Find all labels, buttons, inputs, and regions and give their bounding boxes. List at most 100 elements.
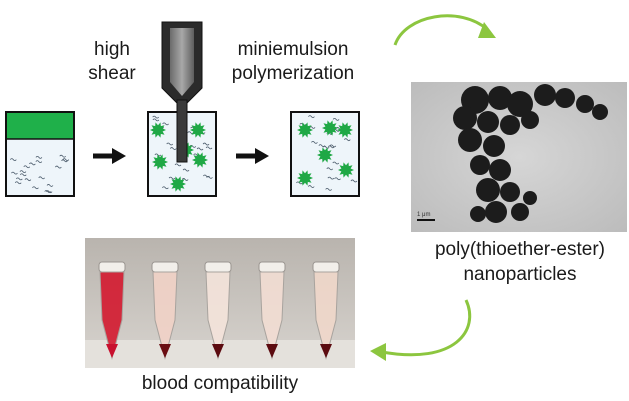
water-wave	[19, 173, 27, 177]
nanoparticle	[511, 203, 529, 221]
nanoparticle	[453, 106, 477, 130]
blood-tube	[98, 261, 126, 360]
water-wave	[169, 147, 177, 150]
blood-tube	[312, 261, 340, 360]
polymerized-vial	[290, 111, 360, 197]
water-wave	[35, 156, 43, 159]
water-wave	[55, 165, 62, 169]
water-wave	[181, 178, 189, 181]
tube-pellet	[212, 344, 224, 358]
nanoparticle	[489, 159, 511, 181]
aqueous-phase	[9, 154, 70, 194]
step-arrow-1	[93, 148, 126, 164]
label-polymerization: polymerization	[231, 63, 355, 84]
nanoparticle	[470, 206, 486, 222]
tube-pellet	[159, 344, 171, 358]
nanoparticle	[534, 84, 556, 106]
tube-pellet	[320, 344, 332, 358]
nanoparticle	[485, 201, 507, 223]
water-wave	[162, 186, 169, 190]
label-blood-compatibility: blood compatibility	[141, 373, 299, 394]
nanoparticle	[592, 104, 608, 120]
tube-pellet	[266, 344, 278, 358]
water-wave	[61, 159, 68, 163]
water-wave	[205, 146, 213, 150]
water-wave	[166, 142, 174, 146]
label-particles-line1: poly(thioether-ester)	[434, 239, 606, 260]
water-wave	[334, 177, 341, 181]
two-phase-vial	[5, 111, 75, 197]
nanoparticle	[488, 86, 512, 110]
tube-supernatant	[205, 271, 231, 360]
cycle-arrow-bottom	[370, 299, 472, 361]
water-wave	[24, 178, 32, 182]
water-wave	[32, 186, 39, 190]
water-wave	[327, 145, 335, 149]
nanodroplet	[297, 122, 313, 138]
nanoparticle	[483, 135, 505, 157]
water-wave	[332, 161, 340, 165]
label-particles-line2: nanoparticles	[463, 264, 577, 285]
scale-bar-label: 1 μm	[417, 212, 430, 218]
water-wave	[296, 181, 303, 185]
organic-phase	[7, 113, 73, 139]
water-wave	[62, 158, 70, 162]
nanoparticle	[458, 128, 482, 152]
nanodroplet	[152, 154, 168, 170]
water-wave	[329, 144, 337, 148]
tube-pellet	[106, 344, 118, 358]
nanoparticle	[507, 91, 533, 117]
water-wave	[322, 145, 330, 149]
water-wave	[189, 144, 197, 148]
blood-compatibility-photo	[85, 238, 355, 368]
water-wave	[326, 167, 334, 171]
nanodroplet	[337, 122, 353, 138]
water-wave	[168, 176, 176, 180]
water-wave	[19, 170, 27, 174]
water-wave	[29, 162, 36, 166]
cycle-arrow-top	[393, 14, 496, 46]
label-miniemulsion: miniemulsion	[237, 39, 349, 60]
tube-supernatant	[259, 271, 285, 360]
tube-supernatant	[313, 271, 339, 360]
water-wave	[38, 176, 46, 180]
nanoparticle	[523, 191, 537, 205]
water-wave	[327, 176, 335, 180]
water-wave	[343, 138, 351, 142]
ultrasound-probe	[161, 21, 203, 163]
water-wave	[203, 174, 210, 178]
water-wave	[14, 181, 22, 185]
nanoparticle	[521, 111, 539, 129]
water-wave	[182, 168, 190, 172]
water-wave	[152, 115, 159, 119]
tem-image: 1 μm	[411, 82, 627, 232]
tube-supernatant	[99, 271, 125, 360]
water-wave	[35, 160, 43, 164]
water-wave	[350, 179, 358, 183]
water-wave	[59, 154, 67, 158]
water-wave	[307, 185, 315, 188]
blood-tube	[151, 261, 179, 360]
water-wave	[202, 142, 210, 146]
nanoparticle	[476, 178, 500, 202]
nanodroplet	[170, 176, 186, 192]
nanoparticle	[555, 88, 575, 108]
water-wave	[46, 184, 54, 187]
water-wave	[162, 122, 169, 126]
blood-tube	[204, 261, 232, 360]
nanoparticle	[470, 155, 490, 175]
nanodroplet	[322, 120, 338, 136]
water-wave	[152, 118, 160, 122]
scale-bar	[417, 219, 435, 221]
nanoparticle	[477, 111, 499, 133]
nanoparticle	[576, 95, 594, 113]
nanodroplet	[338, 162, 354, 178]
water-wave	[332, 117, 340, 121]
nanoparticle	[500, 115, 520, 135]
label-shear: shear	[88, 63, 136, 84]
water-wave	[45, 190, 53, 194]
label-high: high	[94, 39, 130, 60]
water-wave	[11, 171, 18, 175]
tube-supernatant	[152, 271, 178, 360]
